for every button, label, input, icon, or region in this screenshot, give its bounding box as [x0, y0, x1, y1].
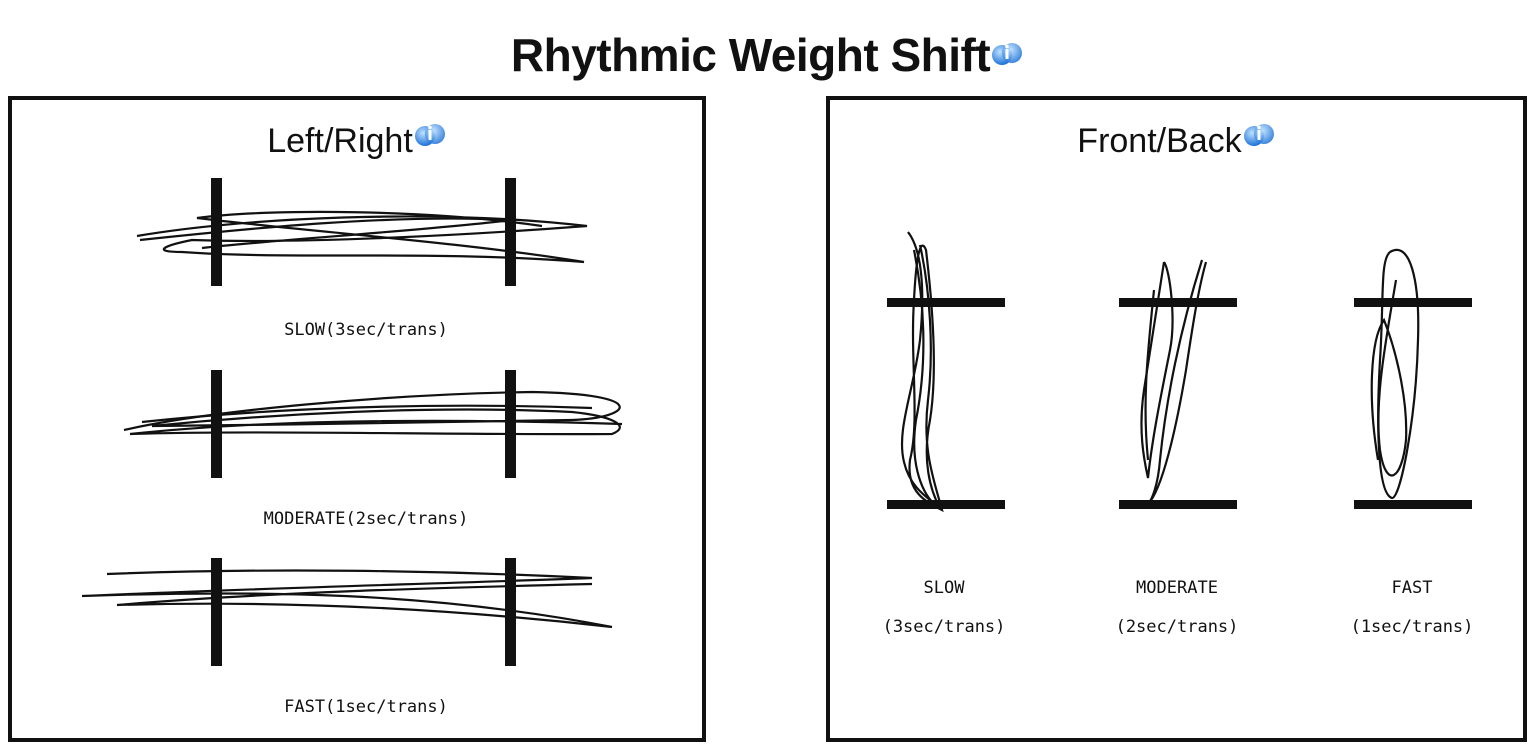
- info-icon[interactable]: [990, 28, 1024, 82]
- slow-right-bar: [505, 178, 516, 286]
- moderate-fb-trace: [1140, 259, 1208, 505]
- fast-left-bar: [211, 558, 222, 666]
- front-back-panel: Front/Back: [826, 96, 1527, 742]
- fb-slow-rate: (3sec/trans): [882, 617, 1006, 637]
- front-back-traces: [887, 231, 1472, 513]
- fast-lr-trace: [81, 569, 613, 629]
- moderate-top-bar: [1119, 298, 1237, 307]
- page-title: Rhythmic Weight Shift: [0, 28, 1535, 82]
- fb-slow-label: SLOW: [923, 578, 965, 598]
- fast-bottom-bar: [1354, 500, 1472, 509]
- page-title-text: Rhythmic Weight Shift: [510, 29, 991, 81]
- slow-label: SLOW(3sec/trans): [284, 320, 448, 340]
- front-back-title-text: Front/Back: [1077, 122, 1242, 160]
- info-icon[interactable]: [1242, 122, 1276, 161]
- slow-left-bar: [211, 178, 222, 286]
- fb-moderate-rate: (2sec/trans): [1115, 617, 1239, 637]
- moderate-bottom-bar: [1119, 500, 1237, 509]
- left-right-panel: Left/Right: [8, 96, 706, 742]
- moderate-label: MODERATE(2sec/trans): [263, 509, 469, 529]
- slow-top-bar: [887, 298, 1005, 307]
- fb-fast-label: FAST: [1391, 578, 1433, 598]
- fast-right-bar: [505, 558, 516, 666]
- fb-fast-rate: (1sec/trans): [1350, 617, 1474, 637]
- moderate-right-bar: [505, 370, 516, 478]
- fast-fb-trace: [1370, 248, 1420, 500]
- moderate-lr-trace: [123, 390, 623, 436]
- left-right-traces: [81, 178, 623, 666]
- slow-lr-trace: [136, 210, 588, 264]
- left-right-title-text: Left/Right: [267, 122, 413, 160]
- left-right-panel-title: Left/Right: [12, 122, 702, 161]
- fast-label: FAST(1sec/trans): [284, 697, 448, 717]
- moderate-left-bar: [211, 370, 222, 478]
- fast-top-bar: [1354, 298, 1472, 307]
- slow-fb-trace: [900, 231, 944, 513]
- info-icon[interactable]: [413, 122, 447, 161]
- slow-bottom-bar: [887, 500, 1005, 509]
- front-back-panel-title: Front/Back: [830, 122, 1523, 161]
- fb-moderate-label: MODERATE: [1136, 578, 1218, 598]
